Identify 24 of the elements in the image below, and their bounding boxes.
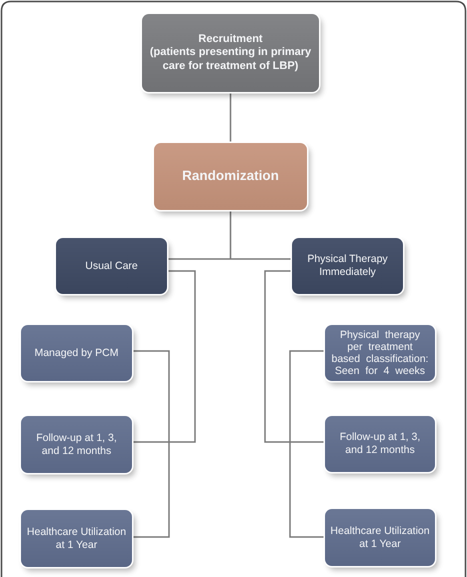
- process-box: [325, 416, 435, 472]
- process-box: [325, 509, 435, 566]
- box-label: Healthcare Utilization at 1 Year: [26, 526, 128, 552]
- process-box: [56, 238, 167, 294]
- process-box: [325, 325, 435, 381]
- process-box: [21, 510, 132, 567]
- box-label: Physical therapy per treatment based classification: Seen for 4 weeks: [330, 328, 430, 378]
- connector-line: [230, 91, 232, 144]
- box-label: Managed by PCM: [34, 346, 119, 360]
- box-label: Physical Therapy Immediately: [306, 253, 389, 279]
- process-box: [21, 416, 132, 473]
- process-box: [142, 14, 319, 92]
- box-label: Healthcare Utilization at 1 Year: [329, 524, 431, 550]
- process-box: [21, 325, 132, 381]
- box-label: Follow-up at 1, 3, and 12 months: [35, 432, 118, 458]
- box-label: Usual Care: [85, 260, 138, 272]
- box-label: Randomization: [182, 168, 279, 185]
- box-label: (patients presenting in primary care for treatment of LBP): [148, 46, 312, 73]
- process-box: [154, 143, 307, 210]
- box-label: Recruitment: [198, 33, 263, 46]
- box-label: Follow-up at 1, 3, and 12 months: [338, 431, 422, 457]
- connector-line: [264, 270, 326, 538]
- connector-line: [131, 270, 196, 538]
- process-box: [292, 238, 403, 294]
